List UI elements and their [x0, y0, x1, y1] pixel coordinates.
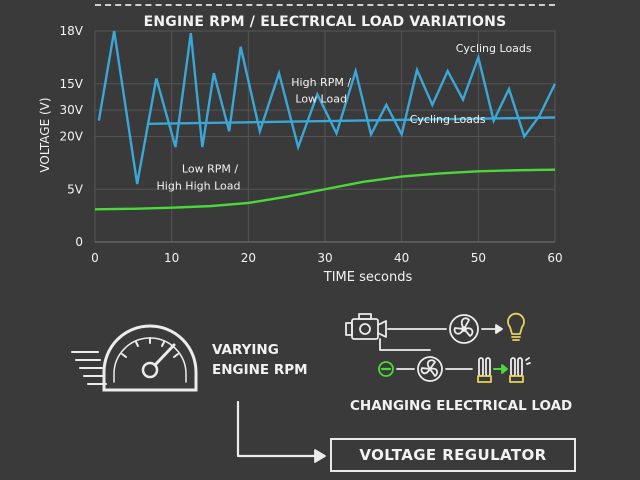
chart-annotation: Low Load: [295, 93, 347, 106]
chart-ticks: 0 10 20 30 40 50 60 0 5V 20V 30V 15V 18V: [60, 24, 563, 265]
bulb-icon: [507, 312, 525, 341]
y-tick-label: 30V: [60, 103, 84, 117]
rpm-label: VARYING ENGINE RPM: [212, 340, 308, 380]
y-tick-label: 15V: [60, 77, 84, 91]
x-tick-label: 60: [547, 251, 562, 265]
top-dashed-divider: [95, 4, 555, 6]
chart-annotation: High High Load: [157, 179, 241, 192]
series-line-2: [94, 168, 556, 211]
light-bar-lit-icon: [509, 357, 531, 383]
chart-annotation: Cycling Loads: [410, 113, 486, 126]
y-tick-label: 0: [75, 235, 83, 249]
chart-title: ENGINE RPM / ELECTRICAL LOAD VARIATIONS: [143, 14, 507, 30]
minus-icon: [378, 361, 394, 377]
x-tick-label: 20: [241, 251, 256, 265]
x-tick-label: 0: [91, 251, 99, 265]
voltage-regulator-box: VOLTAGE REGULATOR: [330, 438, 576, 472]
heater-fan-icon: [417, 356, 443, 382]
light-bar-icon: [477, 357, 492, 383]
fan-icon: [449, 314, 479, 344]
speedometer-icon: [71, 324, 198, 392]
chart-annotation: High RPM /: [291, 76, 351, 89]
load-caption: CHANGING ELECTRICAL LOAD: [350, 398, 573, 414]
x-tick-label: 10: [164, 251, 179, 265]
x-tick-label: 30: [317, 251, 332, 265]
chart-series: [94, 30, 557, 211]
x-tick-label: 50: [471, 251, 486, 265]
series-line-0: [97, 30, 557, 185]
rpm-label-line1: VARYING: [212, 342, 279, 358]
chart-annotation: Low RPM /: [182, 162, 238, 175]
voltage-regulator-label: VOLTAGE REGULATOR: [359, 446, 547, 464]
arrow-to-regulator: [236, 400, 326, 463]
rpm-label-line2: ENGINE RPM: [212, 362, 308, 378]
y-tick-label: 5V: [67, 182, 84, 196]
y-tick-label: 18V: [60, 24, 84, 38]
x-tick-label: 40: [394, 251, 409, 265]
series-line-1: [148, 116, 556, 126]
y-tick-label: 20V: [60, 130, 84, 144]
y-axis-label: VOLTAGE (V): [38, 97, 52, 172]
x-axis-label: TIME seconds: [323, 270, 413, 285]
chart-annotation: Cycling Loads: [456, 42, 532, 55]
engine-icon: [345, 313, 387, 340]
